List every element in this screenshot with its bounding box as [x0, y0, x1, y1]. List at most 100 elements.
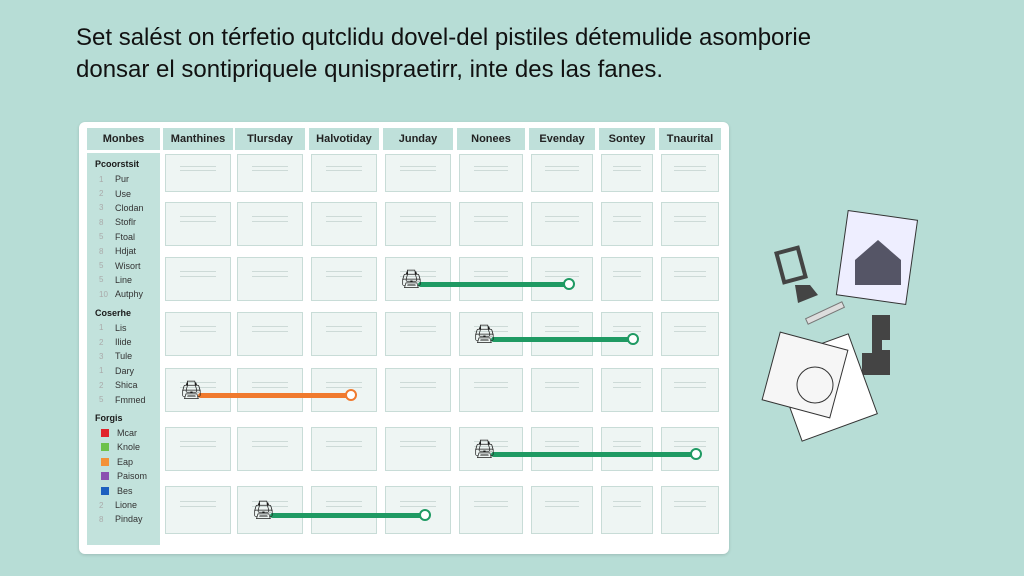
item-label: Eap	[117, 456, 134, 467]
calendar-cell[interactable]	[459, 427, 523, 471]
calendar-cell[interactable]	[459, 486, 523, 534]
column-header[interactable]: Halvotiday	[309, 128, 379, 150]
calendar-cell[interactable]	[661, 368, 719, 412]
calendar-cell[interactable]	[531, 154, 593, 192]
task-bar[interactable]	[491, 452, 697, 457]
calendar-cell[interactable]	[237, 427, 303, 471]
item-label: Use	[115, 188, 132, 199]
calendar-cell[interactable]	[661, 154, 719, 192]
task-bar-endpoint[interactable]	[345, 389, 357, 401]
calendar-cell[interactable]	[165, 154, 231, 192]
column-header[interactable]: Nonees	[457, 128, 525, 150]
task-bar[interactable]	[418, 282, 569, 287]
calendar-cell[interactable]	[165, 312, 231, 356]
calendar-cell[interactable]	[311, 154, 377, 192]
task-bar-endpoint[interactable]	[419, 509, 431, 521]
sidebar-item[interactable]: Bes	[87, 483, 160, 497]
item-number: 8	[99, 246, 104, 256]
calendar-cell[interactable]	[531, 368, 593, 412]
sidebar-item[interactable]: Mcar	[87, 426, 160, 440]
calendar-cell[interactable]	[311, 257, 377, 301]
calendar-cell[interactable]	[531, 427, 593, 471]
column-header[interactable]: Tlursday	[235, 128, 305, 150]
calendar-cell[interactable]	[601, 427, 653, 471]
task-bar[interactable]	[491, 337, 633, 342]
column-header[interactable]: Sontey	[599, 128, 655, 150]
calendar-cell[interactable]	[661, 427, 719, 471]
calendar-cell[interactable]	[601, 202, 653, 246]
calendar-cell[interactable]	[531, 312, 593, 356]
column-header[interactable]: Tnaurital	[659, 128, 721, 150]
calendar-cell[interactable]	[237, 368, 303, 412]
task-bar-endpoint[interactable]	[626, 333, 639, 345]
calendar-cell[interactable]	[311, 202, 377, 246]
calendar-cell[interactable]	[385, 368, 451, 412]
calendar-cell[interactable]	[237, 154, 303, 192]
calendar-cell[interactable]	[165, 257, 231, 301]
task-bar[interactable]	[270, 513, 425, 518]
calendar-cell[interactable]	[661, 486, 719, 534]
calendar-cell[interactable]	[385, 427, 451, 471]
calendar-cell[interactable]	[531, 486, 593, 534]
calendar-cell[interactable]	[601, 368, 653, 412]
calendar-cell[interactable]	[311, 312, 377, 356]
calendar-cell[interactable]	[459, 257, 523, 301]
calendar-cell[interactable]	[385, 257, 451, 301]
calendar-cell[interactable]	[661, 202, 719, 246]
calendar-cell[interactable]	[311, 368, 377, 412]
calendar-cell[interactable]	[237, 486, 303, 534]
calendar-cell[interactable]	[165, 368, 231, 412]
calendar-cell[interactable]	[237, 312, 303, 356]
calendar-cell[interactable]	[385, 312, 451, 356]
column-header[interactable]: Evenday	[529, 128, 595, 150]
task-bar-endpoint[interactable]	[690, 448, 703, 460]
item-label: Lis	[115, 322, 127, 333]
task-bar[interactable]	[198, 393, 351, 398]
calendar-cell[interactable]	[601, 486, 653, 534]
calendar-cell[interactable]	[311, 486, 377, 534]
calendar-cell[interactable]	[311, 427, 377, 471]
calendar-cell[interactable]	[237, 257, 303, 301]
sidebar-item[interactable]: Eap	[87, 455, 160, 469]
calendar-cell[interactable]	[237, 202, 303, 246]
sidebar-item[interactable]: Knole	[87, 440, 160, 454]
column-header[interactable]: Manthines	[163, 128, 233, 150]
calendar-cell[interactable]	[165, 427, 231, 471]
calendar-cell[interactable]	[459, 154, 523, 192]
column-header[interactable]: Junday	[383, 128, 453, 150]
calendar-cell[interactable]	[661, 257, 719, 301]
calendar-cell[interactable]	[459, 368, 523, 412]
calendar-cell[interactable]	[661, 312, 719, 356]
calendar-cell[interactable]	[601, 312, 653, 356]
calendar-cell[interactable]	[385, 202, 451, 246]
sidebar-item[interactable]: Paisom	[87, 469, 160, 483]
calendar-cell[interactable]	[459, 202, 523, 246]
task-bar-endpoint[interactable]	[562, 278, 575, 290]
calendar-cell[interactable]	[165, 202, 231, 246]
calendar-cell[interactable]	[531, 202, 593, 246]
calendar-cell[interactable]	[385, 154, 451, 192]
calendar-cell[interactable]	[531, 257, 593, 301]
calendar-cell[interactable]	[385, 486, 451, 534]
calendar-cell[interactable]	[601, 154, 653, 192]
calendar-cell[interactable]	[601, 257, 653, 301]
calendar-cell[interactable]	[165, 486, 231, 534]
calendar-cell[interactable]	[459, 312, 523, 356]
